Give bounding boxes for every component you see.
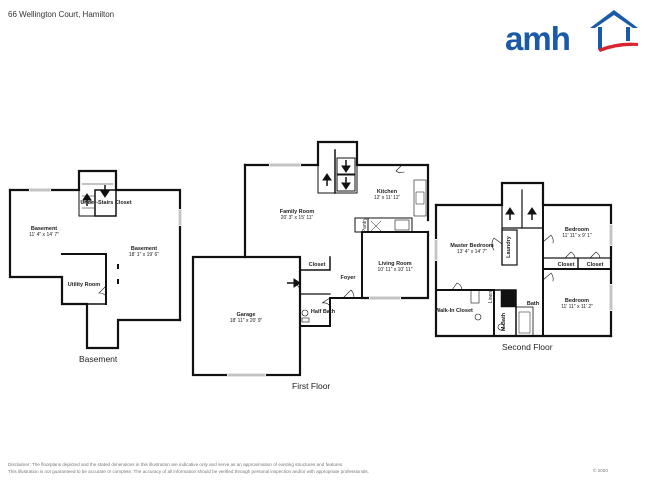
disclaimer-line: This illustration is not guaranteed to b…	[8, 469, 369, 474]
room-label: Family Room	[280, 209, 315, 215]
room-dimensions: 11' 4" x 14' 7"	[29, 232, 59, 238]
room-label: Linen	[488, 291, 494, 303]
disclaimer: Disclaimer: The floorplans depicted and …	[8, 461, 568, 475]
room-label: Utility Room	[68, 282, 100, 288]
room-dimensions: 18' 1" x 19' 6"	[129, 252, 159, 258]
room-dimensions: 13' 4" x 14' 7"	[457, 249, 487, 255]
room-label: Half Bath	[311, 309, 336, 315]
arrow-up-icon	[505, 207, 515, 220]
arrow-right-icon	[287, 278, 301, 288]
floor-caption-first: First Floor	[292, 381, 331, 391]
arrow-down-icon	[341, 160, 351, 173]
room-label: Basement	[31, 226, 57, 232]
arrow-down-icon	[341, 177, 351, 190]
logo-wordmark: amh	[505, 20, 571, 57]
copyright: © 2020	[593, 468, 608, 473]
second-floor-plan	[434, 181, 613, 338]
room-label: Basement	[131, 246, 157, 252]
arrow-down-icon	[100, 185, 110, 198]
room-label: Master Bedroom	[450, 243, 494, 249]
floor-plan: Basement 11' 4" x 14' 7" Basement 18' 1"…	[8, 140, 613, 377]
room-label: Kitchen	[377, 189, 398, 195]
room-label: Bath	[527, 301, 540, 307]
room-dimensions: 12' x 11' 11"	[374, 195, 401, 201]
room-dimensions: 20' 3" x 15' 11"	[281, 215, 314, 221]
floor-caption-second: Second Floor	[502, 342, 553, 352]
room-label: Garage	[237, 312, 256, 318]
room-label: Closet	[558, 262, 575, 268]
room-dimensions: 10' 11" x 10' 11"	[377, 267, 412, 273]
room-label: M.Bath	[501, 312, 507, 331]
room-dimensions: 18' 11" x 20' 9"	[230, 318, 263, 324]
room-label: Living Room	[378, 261, 411, 267]
room-label: Bedroom	[565, 227, 589, 233]
property-address: 66 Wellington Court, Hamilton	[8, 10, 115, 19]
arrow-up-icon	[527, 207, 537, 220]
stair-arrow-icons	[82, 160, 537, 288]
room-label: Closet	[587, 262, 604, 268]
room-dimensions: 11' 11" x 9' 1"	[562, 233, 592, 239]
disclaimer-line: Disclaimer: The floorplans depicted and …	[8, 462, 344, 467]
floor-caption-basement: Basement	[79, 354, 118, 364]
arrow-up-icon	[82, 193, 92, 206]
first-floor-plan	[191, 140, 430, 377]
amh-logo: amh	[505, 8, 640, 57]
arrow-up-icon	[322, 173, 332, 186]
room-label: Under-Stairs Closet	[80, 200, 132, 206]
basement-plan	[8, 169, 182, 350]
room-dimensions: 11' 11" x 11' 2"	[561, 304, 593, 310]
room-label: Pantry	[362, 217, 368, 232]
room-label: Closet	[309, 262, 326, 268]
room-label: Walk-In Closet	[435, 308, 473, 314]
house-roof-icon	[590, 10, 638, 52]
room-label: Laundry	[506, 235, 512, 258]
room-label: Foyer	[341, 275, 357, 281]
room-label: Bedroom	[565, 298, 589, 304]
